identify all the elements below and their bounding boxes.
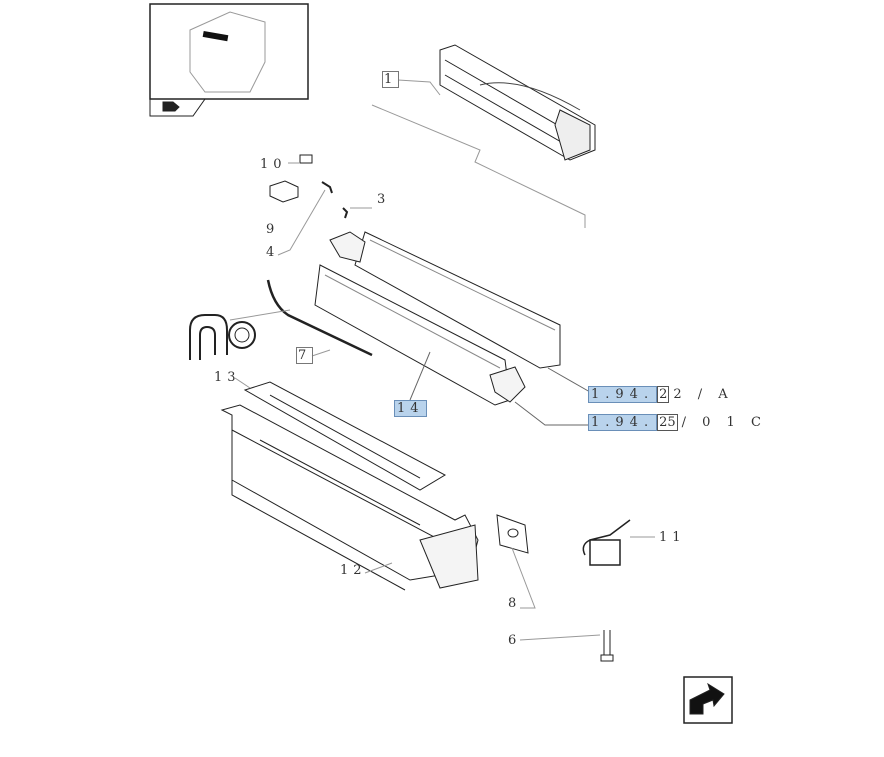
- callout-3[interactable]: 3: [377, 192, 391, 207]
- seal-profile[interactable]: [189, 314, 256, 360]
- part-9[interactable]: [269, 180, 299, 203]
- part-8-plate[interactable]: [496, 514, 529, 554]
- callout-4[interactable]: 4: [266, 245, 280, 260]
- part-6-bolt[interactable]: [600, 630, 614, 662]
- part-3[interactable]: [342, 207, 349, 219]
- callout-9[interactable]: 9: [266, 222, 280, 237]
- callout-11[interactable]: 11: [659, 530, 686, 545]
- callout-7[interactable]: 7: [296, 347, 314, 364]
- part-12-housing[interactable]: [220, 404, 479, 591]
- reference-prefix: 1.94.: [588, 414, 658, 431]
- part-11-sensor[interactable]: [582, 519, 631, 566]
- callout-8[interactable]: 8: [508, 596, 522, 611]
- reference-suffix: / 0 1 C: [681, 415, 767, 430]
- callout-10[interactable]: 10: [260, 157, 287, 172]
- reference-boxed: 25: [657, 414, 678, 431]
- reference-prefix: 1.94.: [588, 386, 658, 403]
- part-7-rod[interactable]: [266, 279, 373, 357]
- reference-link-1-94-25[interactable]: 1.94.25/ 0 1 C: [588, 414, 767, 431]
- part-13-gasket[interactable]: [243, 381, 447, 491]
- part-10[interactable]: [299, 154, 313, 164]
- part-14-heater-core[interactable]: [314, 231, 561, 406]
- cab-thumbnail[interactable]: [149, 3, 309, 117]
- next-page-arrow-icon[interactable]: [683, 676, 733, 724]
- callout-1[interactable]: 1: [382, 71, 400, 88]
- callout-14[interactable]: 14: [394, 400, 427, 417]
- reference-suffix: 2 / A: [673, 387, 734, 402]
- callout-6[interactable]: 6: [508, 633, 522, 648]
- callout-13[interactable]: 13: [214, 370, 241, 385]
- reference-boxed: 2: [657, 386, 670, 403]
- callout-12[interactable]: 12: [340, 563, 367, 578]
- part-1-evaporator-assembly[interactable]: [439, 44, 596, 161]
- part-4[interactable]: [321, 181, 333, 194]
